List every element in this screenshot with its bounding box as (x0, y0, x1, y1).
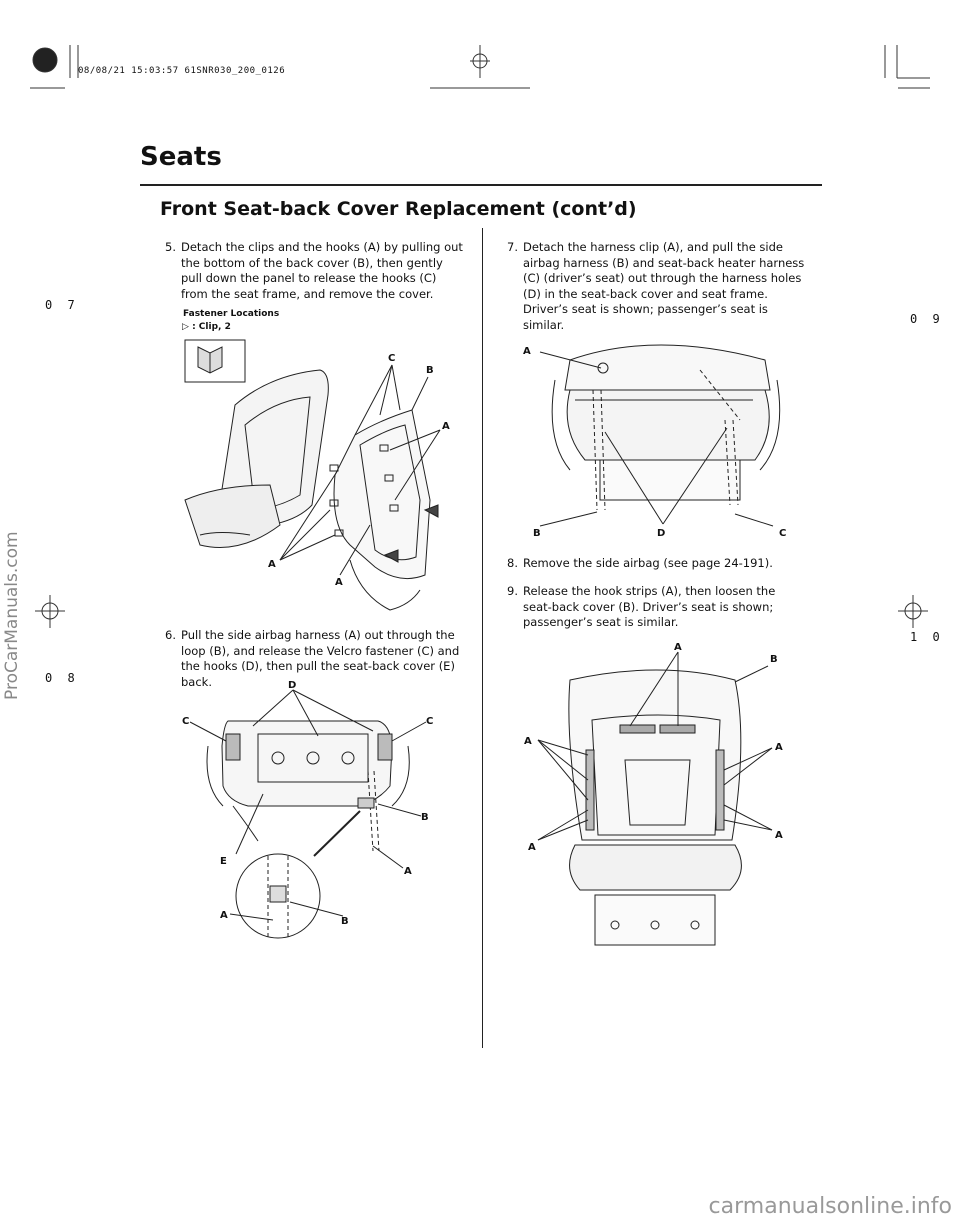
label-a: A (775, 742, 783, 753)
label-e: E (220, 856, 227, 867)
label-b: B (770, 654, 778, 665)
step-6: 6. Pull the side airbag harness (A) out … (165, 628, 465, 690)
step-text: Pull the side airbag harness (A) out thr… (181, 628, 460, 689)
label-d: D (657, 528, 665, 539)
step-number: 8. (507, 556, 518, 570)
figure-harness-holes: A B D C (523, 344, 786, 539)
step-text: Detach the harness clip (A), and pull th… (523, 240, 805, 332)
margin-number-right-top: 0 9 (910, 312, 944, 326)
label-a: A (523, 346, 531, 357)
watermark-bottom[interactable]: carmanualsonline.info (708, 1194, 952, 1219)
figure-airbag-harness: D C C B E A A B (182, 680, 433, 939)
label-c: C (388, 353, 395, 364)
label-c: C (182, 716, 189, 727)
figure-caption: Fastener Locations (183, 309, 280, 319)
label-a: A (524, 736, 532, 747)
label-a: A (404, 866, 412, 877)
figure-seat-back-cover: C B A A A (184, 339, 450, 611)
step-8: 8. Remove the side airbag (see page 24-1… (507, 556, 807, 572)
step-7: 7. Detach the harness clip (A), and pull… (507, 240, 807, 333)
label-a: A (220, 910, 228, 921)
print-stamp: 08/08/21 15:03:57 61SNR030_200_0126 (78, 66, 286, 76)
column-divider (482, 228, 483, 1048)
label-b: B (426, 365, 434, 376)
page-title: Seats (140, 142, 222, 172)
figure-hook-strips: A B A A A A (524, 642, 783, 946)
label-a: A (674, 642, 682, 653)
section-title: Front Seat-back Cover Replacement (cont’… (160, 198, 637, 220)
step-number: 7. (507, 240, 518, 254)
label-c: C (779, 528, 786, 539)
label-a: A (528, 842, 536, 853)
margin-number-left-top: 0 7 (45, 298, 79, 312)
margin-number-right-bottom: 1 0 (910, 630, 944, 644)
clip-legend: ▷ : Clip, 2 (182, 322, 231, 332)
step-text: Release the hook strips (A), then loosen… (523, 584, 776, 629)
label-a: A (335, 577, 343, 588)
title-rule (140, 184, 822, 186)
step-number: 6. (165, 628, 176, 642)
step-5: 5. Detach the clips and the hooks (A) by… (165, 240, 465, 302)
triangle-icon: ▷ (182, 322, 189, 332)
label-d: D (288, 680, 296, 691)
margin-number-left-bottom: 0 8 (45, 671, 79, 685)
label-c: C (426, 716, 433, 727)
label-a: A (775, 830, 783, 841)
step-number: 9. (507, 584, 518, 598)
step-text: Detach the clips and the hooks (A) by pu… (181, 240, 463, 301)
label-b: B (421, 812, 429, 823)
label-a: A (442, 421, 450, 432)
label-a: A (268, 559, 276, 570)
watermark-side: ProCarManuals.com (2, 531, 22, 700)
label-b: B (533, 528, 541, 539)
step-number: 5. (165, 240, 176, 254)
label-b: B (341, 916, 349, 927)
step-text: Remove the side airbag (see page 24-191)… (523, 556, 773, 570)
clip-legend-label: : Clip, 2 (192, 322, 231, 332)
step-9: 9. Release the hook strips (A), then loo… (507, 584, 807, 631)
